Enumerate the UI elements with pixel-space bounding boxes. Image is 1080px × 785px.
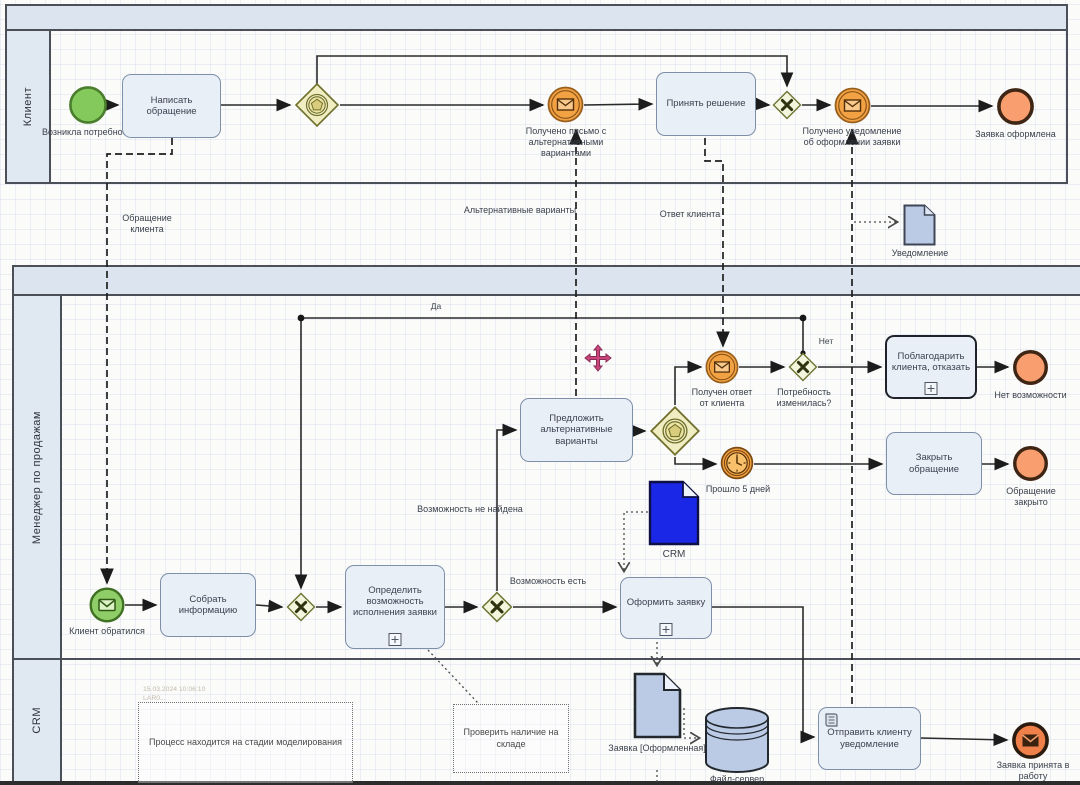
envelope-icon	[1012, 722, 1049, 759]
model-timestamp: 15.03.2024 10:06:10 LAR0...	[143, 686, 293, 704]
task-decide-text: Принять решение	[666, 98, 746, 110]
lane-label-client: Клиент	[7, 31, 51, 182]
x-marker-icon	[286, 592, 316, 622]
model-timestamp-author: LAR0...	[143, 694, 166, 702]
task-close-request-text: Закрыть обращение	[908, 452, 960, 475]
end-event-closed[interactable]	[1012, 445, 1049, 487]
file-server-datastore[interactable]	[703, 705, 771, 780]
event-gateway-client[interactable]	[294, 82, 340, 133]
message-label-request: Обращение клиента	[122, 213, 172, 234]
flow-label-no: Нет	[818, 336, 834, 346]
message-end-accepted-label: Заявка принята в работу	[996, 760, 1070, 781]
x-marker-icon	[788, 352, 818, 382]
database-icon	[705, 706, 769, 774]
xor-gateway-merge[interactable]	[286, 592, 316, 627]
task-decide[interactable]: Принять решение	[656, 72, 756, 136]
file-server-datastore-label: Файл-сервер	[709, 774, 765, 784]
pool-client-header	[5, 4, 1068, 31]
message-event-answer[interactable]	[705, 350, 739, 389]
gateway-need-changed-label: Потребность изменилась?	[776, 387, 832, 408]
end-event-no-option[interactable]	[1012, 349, 1049, 391]
message-event-notice[interactable]	[834, 87, 871, 129]
message-event-letter[interactable]	[547, 86, 584, 128]
message-label-alternatives: Альтернативные варианты	[463, 205, 577, 215]
clock-icon	[720, 446, 754, 480]
request-data-object[interactable]	[633, 672, 682, 744]
annotation-check-stock-text: Проверить наличие на складе	[463, 727, 559, 749]
task-determine-feasibility-text: Определить возможность исполнения заявки	[353, 584, 437, 619]
document-icon	[633, 672, 682, 739]
task-thank-decline[interactable]: Поблагодарить клиента, отказать	[885, 335, 977, 399]
request-data-object-label: Заявка [Оформленная]	[608, 743, 706, 753]
model-timestamp-date: 15.03.2024 10:06:10	[143, 686, 206, 693]
event-gateway-sales[interactable]	[649, 405, 701, 462]
task-send-notification-text: Отправить клиенту уведомление	[827, 727, 912, 750]
flow-label-not-found: Возможность не найдена	[417, 504, 523, 514]
task-collect-info[interactable]: Собрать информацию	[160, 573, 256, 637]
task-write-request[interactable]: Написать обращение	[122, 74, 221, 138]
crm-data-object[interactable]	[648, 480, 700, 551]
timer-event-label: Прошло 5 дней	[705, 484, 771, 494]
lane-label-crm: CRM	[14, 660, 62, 781]
lane-divider	[12, 658, 1080, 660]
message-start-client[interactable]	[89, 587, 125, 628]
annotation-status-text: Процесс находится на стадии моделировани…	[148, 736, 342, 747]
message-end-accepted[interactable]	[1011, 721, 1050, 765]
start-event-need-label: Возникла потребность	[42, 127, 136, 137]
document-icon	[903, 204, 936, 246]
end-event-no-option-label: Нет возможности	[994, 390, 1067, 400]
end-event-request-done[interactable]	[996, 87, 1035, 131]
end-event-request-done-label: Заявка оформлена	[975, 129, 1056, 139]
annotation-status[interactable]: Процесс находится на стадии моделировани…	[138, 702, 353, 783]
task-determine-feasibility[interactable]: Определить возможность исполнения заявки	[345, 565, 445, 649]
task-thank-decline-text: Поблагодарить клиента, отказать	[891, 350, 971, 373]
task-offer-alternatives-text: Предложить альтернативные варианты	[540, 413, 613, 447]
xor-gateway-client[interactable]	[772, 90, 802, 125]
notification-data-object[interactable]	[903, 204, 936, 251]
plus-marker-icon	[924, 382, 938, 395]
x-marker-icon	[772, 90, 802, 120]
task-form-request[interactable]: Оформить заявку	[620, 577, 712, 639]
envelope-icon	[89, 587, 125, 623]
annotation-check-stock[interactable]: Проверить наличие на складе	[453, 704, 569, 773]
plus-marker-icon	[388, 633, 402, 646]
message-flows	[100, 128, 859, 704]
task-collect-info-text: Собрать информацию	[178, 593, 238, 616]
pool-sales-header	[12, 265, 1080, 296]
timer-event[interactable]	[720, 446, 754, 485]
pentagon-icon	[294, 82, 340, 128]
pentagon-icon	[649, 405, 701, 457]
bottom-edge	[0, 781, 1080, 785]
associations	[427, 222, 897, 784]
envelope-icon	[705, 350, 739, 384]
plus-marker-icon	[659, 623, 673, 636]
task-form-request-text: Оформить заявку	[626, 597, 706, 609]
flow-label-found: Возможность есть	[509, 576, 587, 586]
crm-data-object-label: CRM	[662, 549, 686, 560]
task-close-request[interactable]: Закрыть обращение	[886, 432, 982, 495]
lane-label-sales: Менеджер по продажам	[14, 296, 62, 659]
x-marker-icon	[481, 591, 513, 623]
sequence-flows	[104, 55, 1010, 747]
message-event-letter-label: Получено письмо с альтернативными вариан…	[525, 126, 607, 158]
message-event-notice-label: Получено уведомление об оформлении заявк…	[802, 126, 902, 147]
message-start-client-label: Клиент обратился	[69, 626, 145, 636]
task-offer-alternatives[interactable]: Предложить альтернативные варианты	[520, 398, 633, 462]
envelope-icon	[834, 87, 871, 124]
message-label-answer: Ответ клиента	[659, 209, 721, 219]
message-event-answer-label: Получен ответ от клиента	[691, 387, 753, 408]
task-send-notification[interactable]: Отправить клиенту уведомление	[818, 707, 921, 770]
script-icon	[823, 712, 839, 731]
move-cursor-icon	[584, 344, 612, 377]
envelope-icon	[547, 86, 584, 123]
flow-label-yes: Да	[430, 301, 442, 311]
document-icon	[648, 480, 700, 546]
start-event-need[interactable]	[68, 85, 108, 130]
xor-gateway-split[interactable]	[481, 591, 513, 628]
task-write-request-text: Написать обращение	[146, 94, 197, 117]
end-event-closed-label: Обращение закрыто	[1006, 486, 1056, 507]
xor-gateway-need-changed[interactable]	[788, 352, 818, 387]
notification-data-object-label: Уведомление	[891, 248, 949, 258]
